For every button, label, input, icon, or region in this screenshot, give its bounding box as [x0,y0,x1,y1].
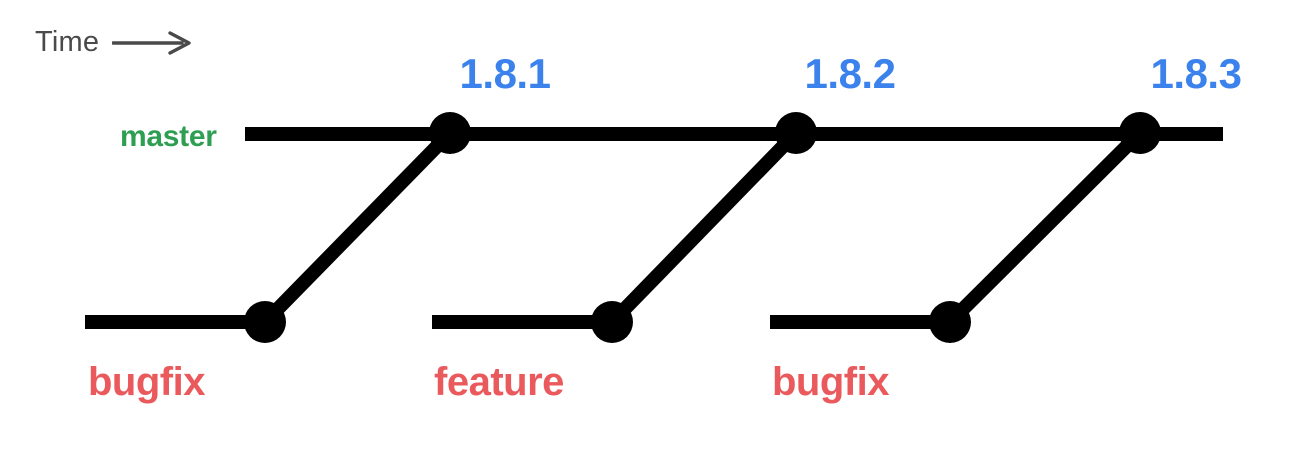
merge-commit-node-2[interactable] [1119,112,1161,154]
branch-commit-node-0[interactable] [244,301,286,343]
version-tag-1-8-3: 1.8.3 [1150,50,1242,97]
branch-lines-group [85,127,1223,329]
arrow-right-icon [112,30,191,55]
time-axis-label: Time [35,26,100,58]
merge-commit-node-1[interactable] [775,112,817,154]
branch-commit-node-2[interactable] [929,301,971,343]
version-tag-1-8-2: 1.8.2 [804,50,896,97]
merge-line-0 [259,128,456,327]
branch-label-bugfix-2: bugfix [772,360,889,404]
merge-line-1 [606,128,802,327]
version-tag-1-8-1: 1.8.1 [459,50,551,97]
commit-nodes-group [244,112,1161,343]
branch-commit-node-1[interactable] [591,301,633,343]
merge-commit-node-0[interactable] [429,112,471,154]
branch-label-feature-1: feature [434,360,564,404]
merge-line-2 [945,128,1145,327]
branch-label-bugfix-0: bugfix [88,360,205,404]
time-axis: Time [35,26,194,59]
branch-label-master: master [120,120,217,153]
